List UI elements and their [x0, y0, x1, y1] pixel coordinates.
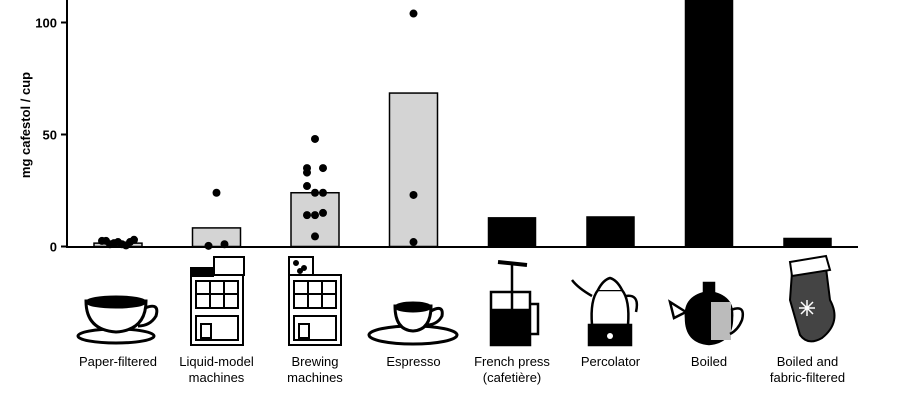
data-point — [212, 188, 221, 197]
espresso-cup-icon — [367, 301, 459, 346]
coffee-cup-icon — [76, 295, 159, 345]
teapot-icon — [668, 281, 745, 346]
category-label: Espresso — [386, 354, 440, 369]
y-axis-label: mg cafestol / cup — [18, 72, 33, 178]
y-tick-label: 0 — [50, 240, 57, 255]
data-point — [311, 188, 319, 197]
category-label-line: (cafetière) — [483, 370, 542, 385]
bar — [586, 216, 635, 247]
category-label-line: Espresso — [386, 354, 440, 369]
bar — [191, 227, 242, 248]
data-point — [126, 238, 134, 247]
percolator-icon — [571, 276, 639, 347]
category-label-line: machines — [287, 370, 343, 385]
data-point — [409, 238, 418, 247]
data-point — [102, 236, 110, 245]
bar — [388, 92, 439, 248]
data-point — [409, 190, 418, 199]
data-point — [303, 168, 311, 177]
category-label-line: Boiled and — [777, 354, 838, 369]
data-point — [110, 239, 118, 248]
category-label: Boiled — [691, 354, 727, 369]
category-label-line: machines — [189, 370, 245, 385]
category-label: French press(cafetière) — [474, 354, 550, 385]
data-point — [311, 134, 319, 143]
data-point — [311, 232, 319, 241]
data-point — [303, 211, 311, 220]
data-point — [319, 164, 327, 173]
category-label-line: Paper-filtered — [79, 354, 157, 369]
bar — [783, 237, 832, 247]
category-label-line: Liquid-model — [179, 354, 254, 369]
category-label-line: Boiled — [691, 354, 727, 369]
vending-machine-icon — [190, 256, 245, 346]
category-label-line: French press — [474, 354, 550, 369]
y-tick-label: 50 — [43, 128, 57, 143]
data-point — [319, 208, 327, 217]
data-point — [319, 188, 327, 197]
category-label-line: fabric-filtered — [770, 370, 845, 385]
category-label: Paper-filtered — [79, 354, 157, 369]
data-point — [303, 182, 311, 191]
category-label: Percolator — [581, 354, 641, 369]
bar — [684, 0, 734, 247]
data-point — [204, 241, 213, 250]
french-press-icon — [489, 260, 540, 347]
y-tick-label: 100 — [35, 16, 57, 31]
stocking-icon — [788, 254, 836, 343]
bar — [487, 217, 537, 247]
brewing-machine-icon — [288, 256, 342, 346]
data-point — [409, 9, 418, 18]
data-point — [311, 211, 319, 220]
category-label-line: Brewing — [292, 354, 339, 369]
category-label-line: Percolator — [581, 354, 641, 369]
